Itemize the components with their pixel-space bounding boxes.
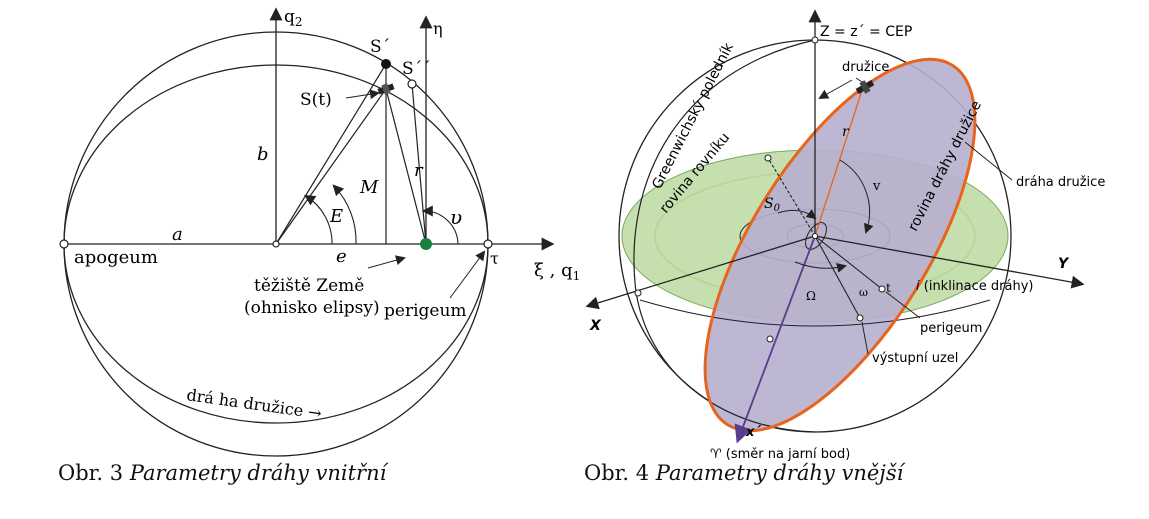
orbit-line: [703, 57, 977, 433]
angle-nu-arc: [421, 205, 459, 245]
label-xi-q1: ξ , q1: [534, 260, 580, 283]
label-s-t: S(t): [300, 90, 332, 110]
meridian-arrow: [818, 79, 853, 99]
label-q2: q2: [284, 7, 303, 29]
y-axis: [814, 235, 1085, 289]
label-t: t: [886, 281, 891, 295]
figure-3-caption-prefix: Obr. 3: [58, 461, 124, 485]
label-x-axis: X: [589, 318, 602, 334]
perigeum-leader: [885, 291, 921, 319]
label-v: v: [872, 179, 881, 194]
figure-4-outer-orbit-parameters: Z = z´ = CEP družice r Greenwichský pole…: [570, 0, 1149, 519]
label-r: r: [842, 124, 850, 140]
label-omega-big: Ω: [806, 289, 816, 303]
line-focus-to-s-dprime: [411, 83, 427, 245]
radius-vector-r: [385, 88, 427, 245]
omega-arc: [794, 261, 847, 273]
orbit-upper-point: [764, 154, 772, 162]
label-apogeum: apogeum: [74, 247, 158, 268]
figure-4-caption-title: Parametry dráhy vnější: [655, 461, 904, 485]
label-tau: τ: [490, 249, 499, 268]
label-b: b: [257, 144, 269, 165]
uzel-leader: [861, 321, 869, 355]
orbit-inner-ring: [805, 222, 827, 250]
center-point: [812, 233, 818, 239]
label-s0: S0: [764, 196, 781, 214]
perigee-point: [483, 239, 493, 249]
label-druzice: družice: [842, 60, 889, 75]
label-M: M: [359, 177, 379, 198]
true-anomaly-arc: [839, 159, 874, 234]
center-label-leader: [367, 255, 406, 269]
label-perigeum: perigeum: [384, 301, 467, 321]
x-axis: [585, 235, 816, 310]
label-center-line1: těžiště Země: [254, 276, 364, 296]
label-draha-druzice: dráha družice: [1016, 175, 1105, 190]
radius-vector: [814, 86, 864, 237]
figure-3-inner-orbit-parameters: q2 η S´ S´´ S(t) b M E r υ a e apogeum τ…: [59, 7, 580, 457]
x-prime-axis: [734, 235, 816, 444]
north-pole-point: [811, 36, 819, 44]
label-y-axis: Y: [1058, 256, 1070, 272]
node-line: [814, 235, 861, 319]
figure-4-diagram: Z = z´ = CEP družice r Greenwichský pole…: [585, 9, 1105, 462]
s-t-leader: [345, 89, 380, 100]
greenwich-meridian: [633, 39, 816, 433]
radius-to-s-prime: [275, 63, 387, 245]
perigee-line: [814, 235, 883, 290]
label-e: e: [336, 246, 347, 267]
draha-leader: [964, 141, 1013, 181]
label-z-axis: Z = z´ = CEP: [820, 24, 912, 40]
figure-3-caption-title: Parametry dráhy vnitřní: [129, 461, 387, 485]
label-E: E: [329, 206, 343, 227]
earth-focus-point: [420, 238, 432, 250]
figure-4-caption-prefix: Obr. 4: [584, 461, 650, 485]
greenwich-equator-point: [634, 289, 642, 297]
label-x-prime: x´: [745, 425, 762, 440]
label-s-prime: S´: [370, 37, 390, 57]
label-center-line2: (ohnisko elipsy): [244, 298, 380, 318]
equator-front-arc: [639, 299, 991, 327]
s-dprime-point: [407, 79, 417, 89]
label-a: a: [172, 224, 183, 245]
node-point: [856, 314, 864, 322]
figure-3-diagram: q2 η S´ S´´ S(t) b M E r υ a e apogeum τ…: [59, 7, 580, 457]
satellite-icon: [377, 83, 395, 95]
label-aries: ♈ (směr na jarní bod): [710, 447, 850, 462]
druzice-leader: [855, 77, 863, 83]
label-s-dprime: S´´: [402, 59, 431, 79]
line-center-to-satellite: [275, 88, 387, 245]
satellite-icon: [855, 79, 875, 95]
center-point: [272, 240, 280, 248]
label-eta: η: [433, 19, 443, 38]
label-omega-small: ω: [859, 286, 868, 299]
perigeum-label-leader: [449, 250, 486, 299]
x-prime-point: [766, 335, 774, 343]
perigee-point: [878, 285, 886, 293]
apogee-point: [59, 239, 69, 249]
label-orbit: drá ha družice →: [185, 385, 322, 423]
label-perigeum: perigeum: [920, 321, 982, 336]
label-nu: υ: [450, 205, 462, 229]
label-r: r: [414, 160, 424, 181]
angle-M-arc: [332, 184, 357, 245]
label-inklinace: i (inklinace dráhy): [916, 279, 1033, 294]
node-line-back: [767, 157, 816, 237]
figure-3-caption: Obr. 3 Parametry dráhy vnitřní: [58, 461, 386, 485]
label-vystupni-uzel: výstupní uzel: [872, 351, 958, 366]
s-prime-point: [381, 59, 391, 69]
figure-4-caption: Obr. 4 Parametry dráhy vnější: [584, 461, 903, 485]
s0-arc: [777, 209, 817, 220]
angle-E-arc: [304, 194, 333, 245]
